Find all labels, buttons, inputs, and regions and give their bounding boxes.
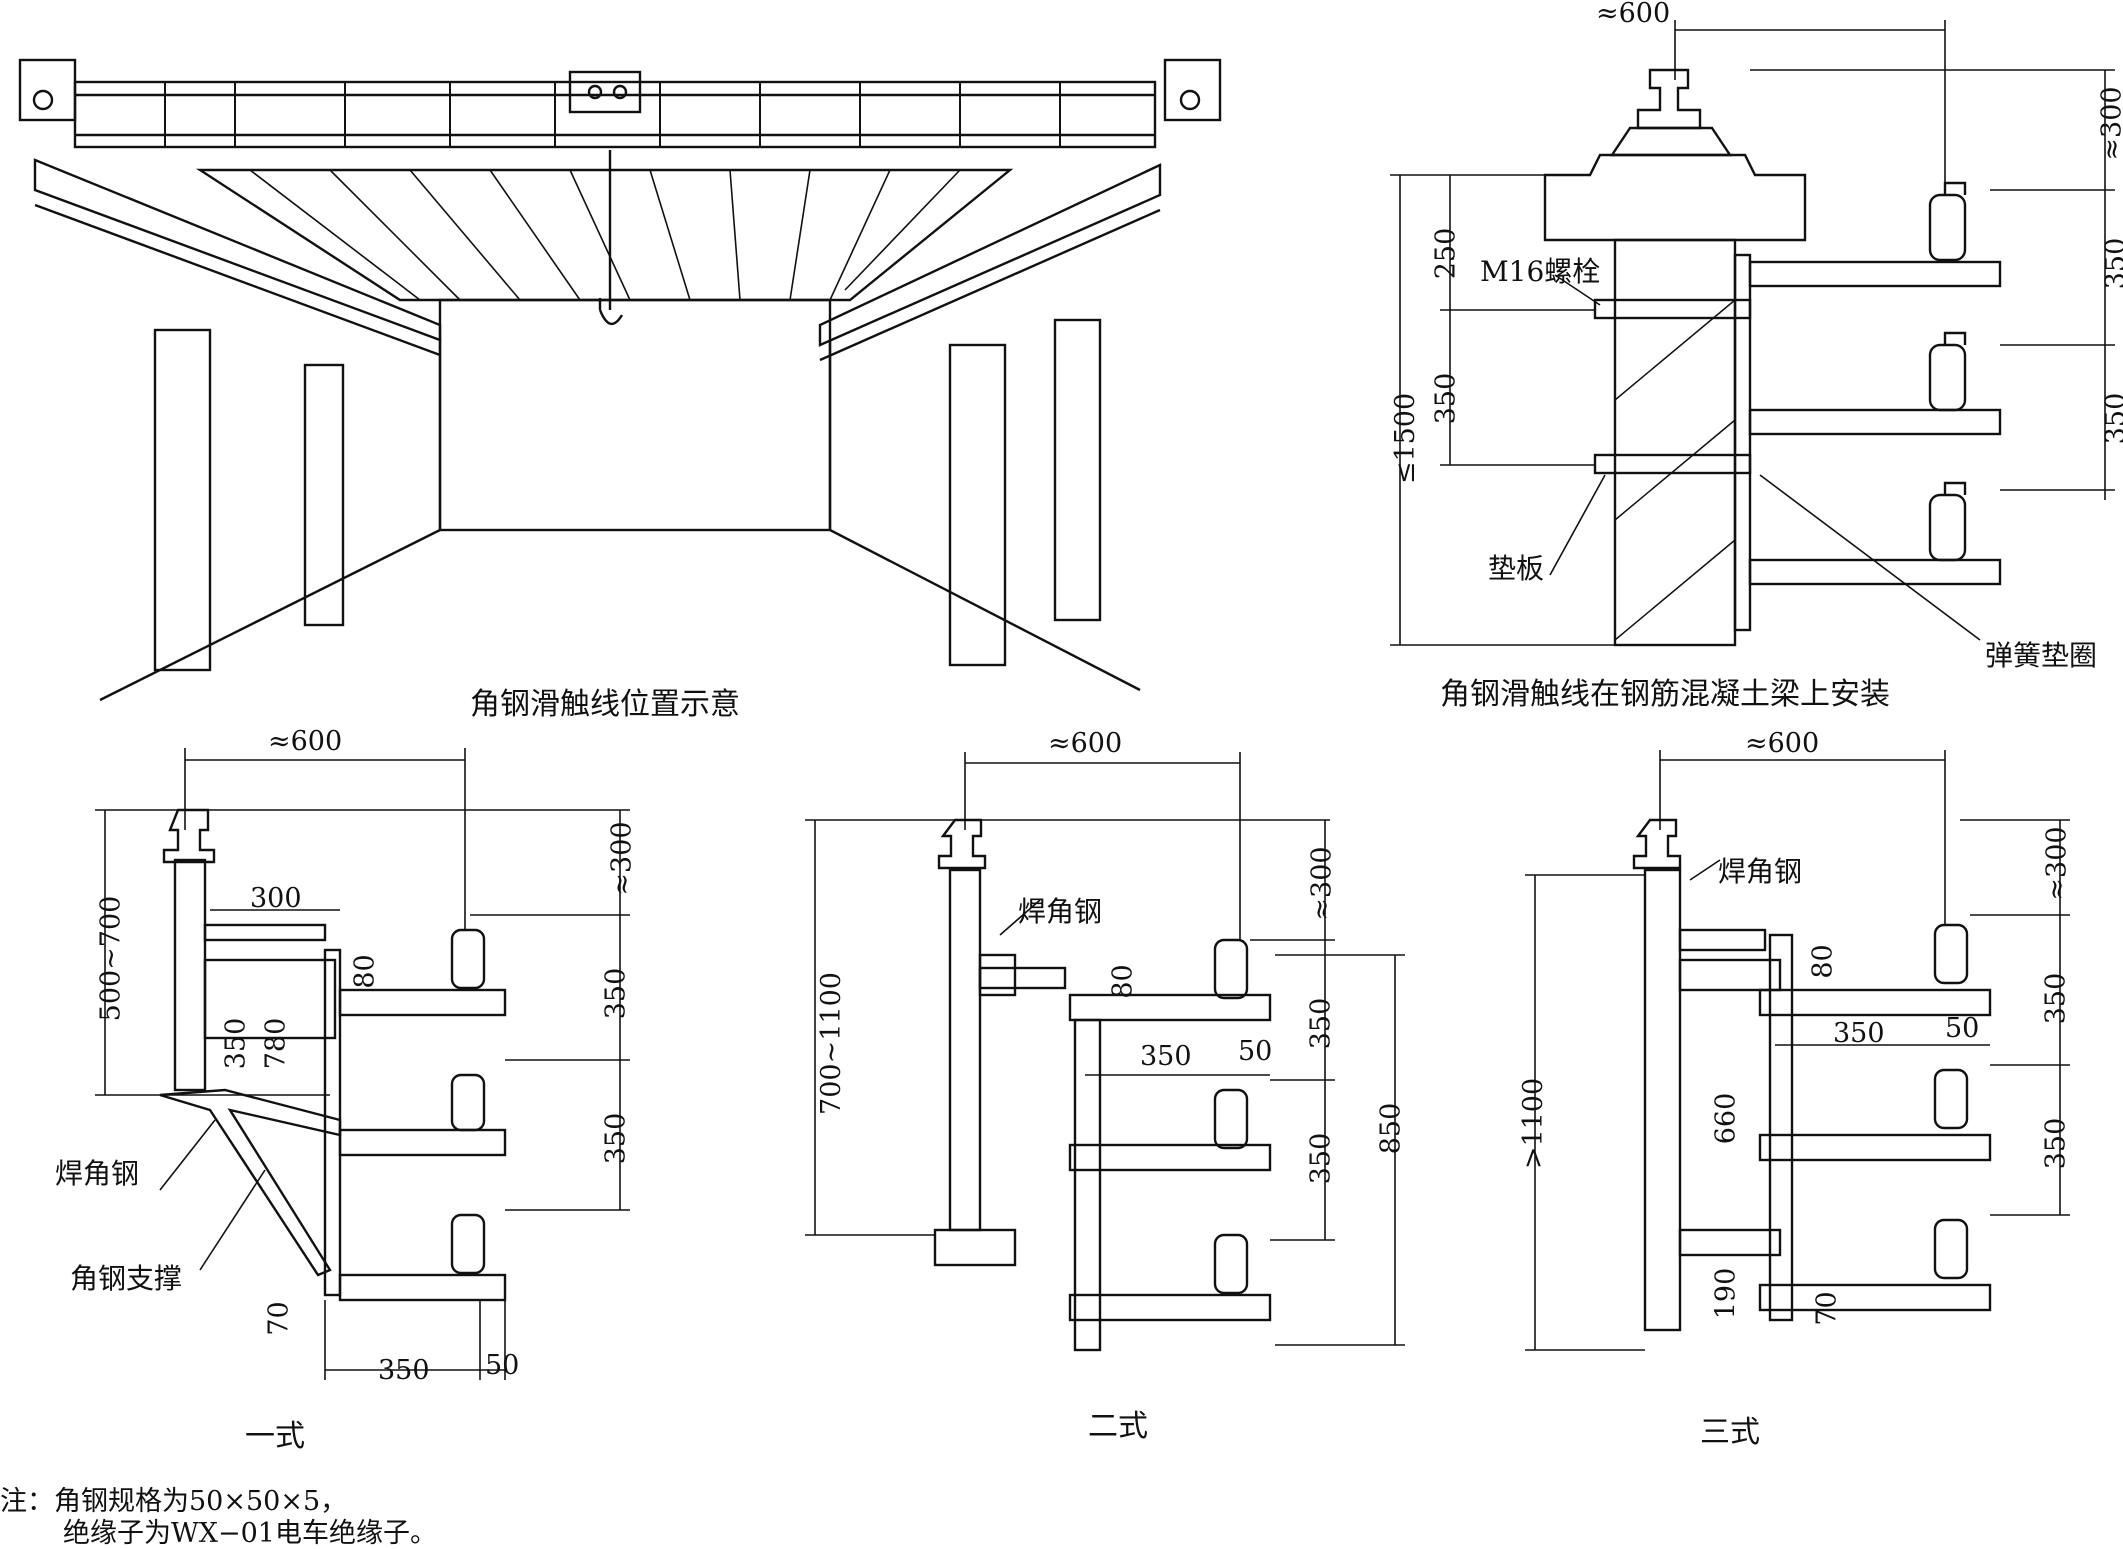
washer-label: 弹簧垫圈: [1985, 639, 2098, 672]
type1-weld-label: 焊角钢: [55, 1157, 140, 1190]
type1-dim-600: ≈600: [268, 726, 343, 757]
beam-install-caption-text: 角钢滑触线在钢筋混凝土梁上安装: [1440, 677, 1890, 712]
beam-install-view: [1390, 20, 2115, 647]
perspective-caption-text: 角钢滑触线位置示意: [470, 687, 740, 722]
type3-dim-190: 190: [1710, 1267, 1742, 1320]
type1-dim-350v: 350: [220, 1017, 252, 1070]
type2-dim-700-1100: 700~1100: [815, 972, 847, 1115]
bolt-label: M16螺栓: [1480, 255, 1601, 288]
type3-dim-r300: ≈300: [2041, 826, 2073, 901]
type3-dim-r350a: 350: [2040, 972, 2072, 1025]
type3-weld-label: 焊角钢: [1718, 855, 1803, 888]
beam-dim-left-250: 250: [1430, 227, 1462, 280]
type1-dim-70: 70: [263, 1301, 295, 1336]
type2-dim-600: ≈600: [1048, 728, 1123, 759]
pad-label: 垫板: [1488, 552, 1545, 585]
type2-dim-r350b: 350: [1305, 1132, 1337, 1185]
crane-perspective-view: [18, 58, 1222, 702]
type1-dim-r350a: 350: [600, 967, 632, 1020]
type2-dim-850: 850: [1375, 1102, 1407, 1155]
type2-dim-50: 50: [1238, 1036, 1273, 1067]
beam-dim-left-1500: ≤1500: [1390, 392, 1422, 485]
beam-dim-right-350b: 350: [2100, 392, 2123, 445]
note-line-1: 注：角钢规格为50×50×5，: [0, 1486, 348, 1517]
type2-weld-label: 焊角钢: [1018, 895, 1103, 928]
type2-caption-text: 二式: [1088, 1409, 1148, 1444]
type3-view: [1525, 750, 2070, 1351]
type2-dim-r350a: 350: [1305, 997, 1337, 1050]
type1-caption-text: 一式: [245, 1419, 305, 1454]
type1-dim-300: 300: [250, 883, 302, 914]
type2-view: [805, 752, 1405, 1352]
note-line-2: 绝缘子为WX−01电车绝缘子。: [63, 1518, 437, 1549]
beam-dim-right-350a: 350: [2100, 237, 2123, 290]
type1-dim-b350: 350: [378, 1355, 430, 1386]
type1-brace-label: 角钢支撑: [70, 1262, 183, 1295]
type3-dim-660: 660: [1710, 1092, 1742, 1145]
type3-dim-50: 50: [1945, 1013, 1980, 1044]
beam-dim-600: ≈600: [1596, 0, 1670, 29]
type1-dim-780: 780: [260, 1017, 292, 1070]
type1-view: [95, 748, 630, 1380]
type3-dim-600: ≈600: [1745, 728, 1820, 759]
type1-dim-r300: ≈300: [606, 821, 638, 896]
type2-dim-r300: ≈300: [1306, 846, 1338, 921]
type2-dim-80: 80: [1107, 964, 1139, 999]
type1-dim-b50: 50: [485, 1350, 520, 1381]
type1-dim-r350b: 350: [600, 1112, 632, 1165]
type3-dim-70: 70: [1811, 1291, 1843, 1326]
type1-dim-80: 80: [349, 954, 381, 989]
type3-dim-350: 350: [1833, 1018, 1885, 1049]
type2-dim-350: 350: [1140, 1041, 1192, 1072]
type3-dim-r350b: 350: [2040, 1117, 2072, 1170]
type3-caption-text: 三式: [1700, 1415, 1760, 1450]
beam-dim-right-300: ≈300: [2096, 86, 2123, 161]
beam-dim-left-350: 350: [1430, 372, 1462, 425]
type3-dim-1100: >1100: [1518, 1077, 1550, 1170]
type3-dim-80: 80: [1807, 944, 1839, 979]
type1-dim-500-700: 500~700: [95, 895, 127, 1022]
